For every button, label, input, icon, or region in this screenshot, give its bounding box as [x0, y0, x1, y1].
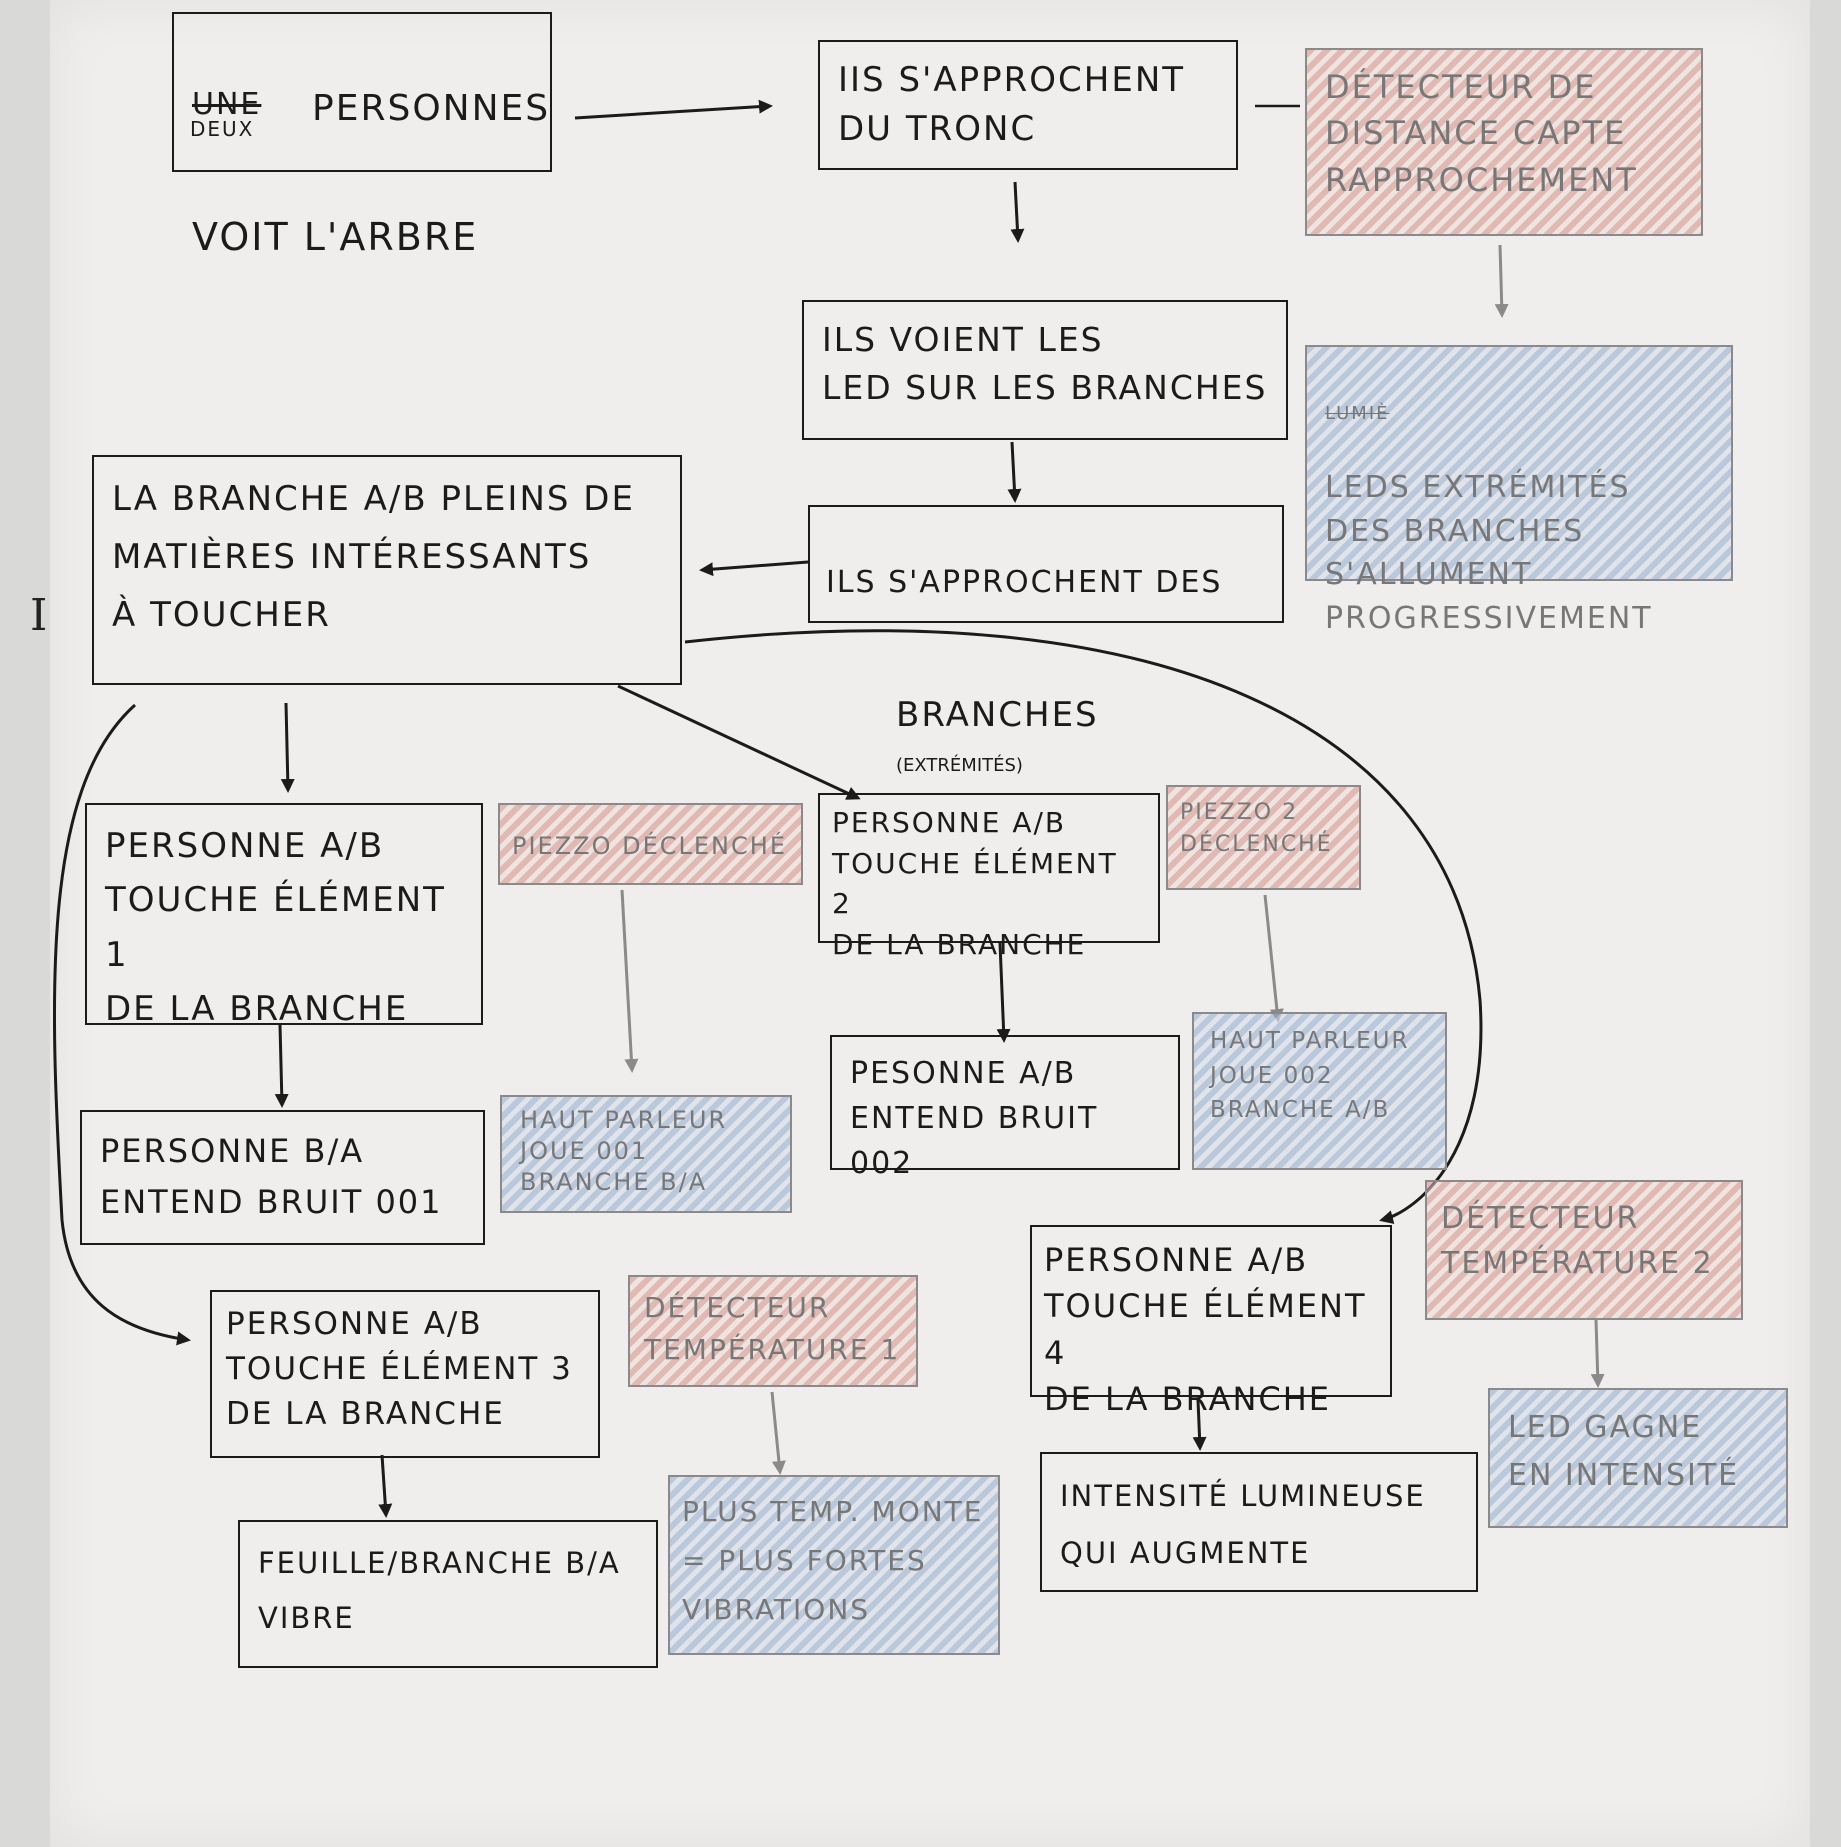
node-approach-branches-line1: ILS S'APPROCHENT DES [826, 564, 1223, 600]
node-start-insert-word: DEUX [190, 117, 255, 142]
node-temperature-1: DÉTECTEUR TEMPÉRATURE 1 [628, 1275, 918, 1387]
node-led-extremities-text: LEDS EXTRÉMITÉS DES BRANCHES S'ALLUMENT … [1325, 470, 1653, 636]
node-led-gains-intensity: LED GAGNE EN INTENSITÉ [1488, 1388, 1788, 1528]
node-approach-trunk: IIS S'APPROCHENT DU TRONC [818, 40, 1238, 170]
node-start: UNE DEUX PERSONNES VOIT L'ARBRE [172, 12, 552, 259]
node-piezo-1: PIEZZO DÉCLENCHÉ [498, 803, 803, 885]
node-temperature-2: DÉTECTEUR TEMPÉRATURE 2 [1425, 1180, 1743, 1320]
node-led-extremities: LUMIÈ LEDS EXTRÉMITÉS DES BRANCHES S'ALL… [1305, 345, 1733, 636]
node-speaker-1: HAUT PARLEUR JOUE 001 BRANCHE B/A [500, 1095, 792, 1213]
node-leaf-vibrates: FEUILLE/BRANCHE B/A VIBRE [238, 1520, 658, 1668]
node-light-intensity: INTENSITÉ LUMINEUSE QUI AUGMENTE [1040, 1452, 1478, 1592]
node-touch-element-4: PERSONNE A/B TOUCHE ÉLÉMENT 4 DE LA BRAN… [1030, 1225, 1392, 1418]
node-approach-branches-line2: BRANCHES [896, 695, 1099, 735]
node-touch-element-1: PERSONNE A/B TOUCHE ÉLÉMENT 1 DE LA BRAN… [85, 803, 483, 1029]
node-approach-branches: ILS S'APPROCHENT DES BRANCHES (EXTRÉMITÉ… [808, 505, 1284, 776]
node-speaker-2: HAUT PARLEUR JOUE 002 BRANCHE A/B [1192, 1012, 1447, 1170]
node-touch-element-3: PERSONNE A/B TOUCHE ÉLÉMENT 3 DE LA BRAN… [210, 1290, 600, 1458]
node-start-line1: PERSONNES [312, 88, 551, 130]
node-vibration-rule: PLUS TEMP. MONTE = PLUS FORTES VIBRATION… [668, 1475, 1000, 1655]
node-start-struck-word: UNE [192, 87, 262, 123]
node-approach-branches-line3: (EXTRÉMITÉS) [896, 755, 1023, 777]
node-piezo-2: PIEZZO 2 DÉCLENCHÉ [1166, 785, 1361, 890]
node-see-led: ILS VOIENT LES LED SUR LES BRANCHES [802, 300, 1288, 440]
margin-mark: I [30, 590, 48, 641]
node-distance-sensor: DÉTECTEUR DE DISTANCE CAPTE RAPPROCHEMEN… [1305, 48, 1703, 236]
node-hear-noise-1: PERSONNE B/A ENTEND BRUIT 001 [80, 1110, 485, 1245]
node-led-extremities-struck: LUMIÈ [1325, 402, 1390, 424]
node-hear-noise-2: PESONNE A/B ENTEND BRUIT 002 [830, 1035, 1180, 1181]
node-touch-element-2: PERSONNE A/B TOUCHE ÉLÉMENT 2 DE LA BRAN… [818, 793, 1160, 961]
node-start-line2: VOIT L'ARBRE [192, 215, 479, 260]
node-branch-materials: LA BRANCHE A/B PLEINS DE MATIÈRES INTÉRE… [92, 455, 682, 685]
